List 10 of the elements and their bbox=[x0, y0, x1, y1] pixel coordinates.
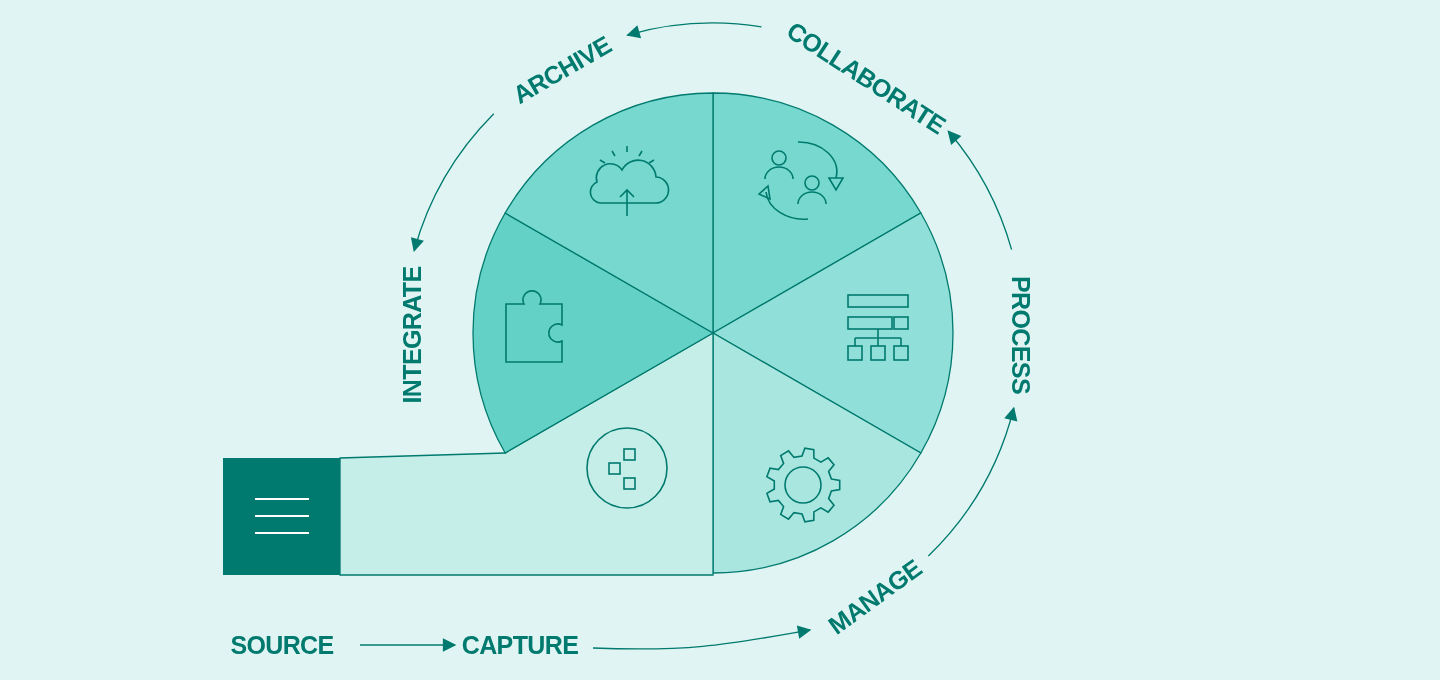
flow-arrow bbox=[927, 406, 1017, 557]
flow-arrow bbox=[592, 625, 812, 650]
flow-arrow bbox=[411, 113, 495, 252]
flow-arrow bbox=[359, 638, 457, 652]
stage-label: PROCESS bbox=[1007, 276, 1033, 394]
stage-label: SOURCE bbox=[230, 632, 334, 658]
stage-label: CAPTURE bbox=[461, 632, 579, 658]
stage-label: INTEGRATE bbox=[399, 266, 425, 404]
flow-arrow bbox=[626, 22, 763, 39]
flow-arrow bbox=[947, 130, 1013, 251]
